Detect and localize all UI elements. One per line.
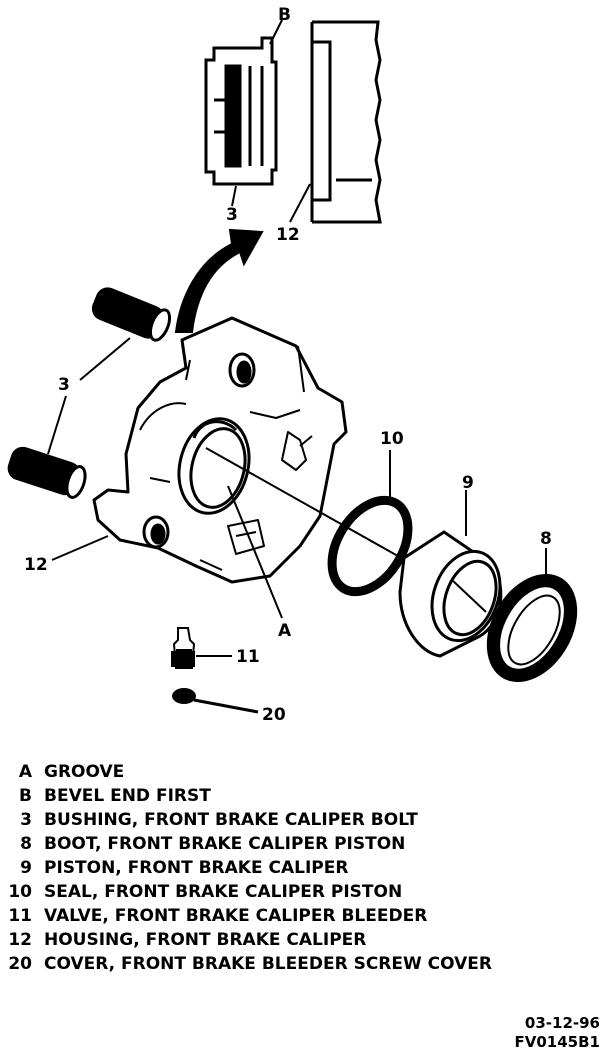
legend-item: 20 COVER, FRONT BRAKE BLEEDER SCREW COVE…: [0, 952, 608, 976]
legend-key: A: [18, 762, 32, 782]
caliper-piston: [398, 530, 503, 658]
bushing-inset-leader: [231, 185, 237, 207]
bleeder-cover: [172, 688, 259, 714]
legend-text: GROOVE: [44, 762, 125, 782]
legend-key: 3: [20, 810, 32, 830]
callout-cover: 20: [262, 705, 286, 725]
bushing-leader-lower: [47, 395, 67, 455]
legend-key: 12: [8, 930, 32, 950]
bleeder-valve: [171, 627, 196, 669]
legend-item: 11 VALVE, FRONT BRAKE CALIPER BLEEDER: [0, 904, 608, 928]
legend-item: A GROOVE: [0, 760, 608, 784]
legend-item: B BEVEL END FIRST: [0, 784, 608, 808]
figure-id: FV0145B1: [514, 1033, 600, 1051]
callout-bushing: 3: [58, 375, 70, 395]
install-direction-arrow: [174, 228, 264, 333]
bevel-leader: [269, 19, 283, 45]
parts-legend: A GROOVE B BEVEL END FIRST 3 BUSHING, FR…: [0, 760, 608, 976]
caliper-housing: [92, 316, 348, 584]
legend-key: B: [19, 786, 32, 806]
legend-text: SEAL, FRONT BRAKE CALIPER PISTON: [44, 882, 403, 902]
legend-item: 9 PISTON, FRONT BRAKE CALIPER: [0, 856, 608, 880]
legend-key: 8: [20, 834, 32, 854]
housing-leader: [51, 535, 109, 561]
housing-inset-leader: [289, 183, 311, 223]
legend-text: VALVE, FRONT BRAKE CALIPER BLEEDER: [44, 906, 428, 926]
figure-date: 03-12-96: [524, 1014, 600, 1032]
legend-text: BEVEL END FIRST: [44, 786, 211, 806]
legend-text: BUSHING, FRONT BRAKE CALIPER BOLT: [44, 810, 418, 830]
legend-text: BOOT, FRONT BRAKE CALIPER PISTON: [44, 834, 406, 854]
legend-key: 9: [20, 858, 32, 878]
brake-caliper-exploded-view: B 3 12 3 12 A 10 9 8 11 20: [7, 5, 578, 725]
callout-valve: 11: [236, 647, 260, 667]
bushing-leader-upper: [79, 337, 131, 381]
callout-boot: 8: [540, 529, 552, 549]
callout-seal: 10: [380, 429, 404, 449]
callout-groove: A: [278, 621, 292, 641]
upper-bushing: [91, 287, 172, 342]
housing-inset-section: [310, 20, 382, 224]
legend-key: 10: [8, 882, 32, 902]
lower-bushing: [7, 446, 87, 499]
legend-text: PISTON, FRONT BRAKE CALIPER: [44, 858, 349, 878]
figure-codes: 03-12-96 FV0145B1: [515, 1014, 600, 1052]
legend-item: 10 SEAL, FRONT BRAKE CALIPER PISTON: [0, 880, 608, 904]
groove-leader: [227, 485, 283, 619]
legend-item: 12 HOUSING, FRONT BRAKE CALIPER: [0, 928, 608, 952]
legend-key: 11: [8, 906, 32, 926]
callout-piston: 9: [462, 473, 474, 493]
piston-boot: [486, 573, 578, 683]
legend-item: 8 BOOT, FRONT BRAKE CALIPER PISTON: [0, 832, 608, 856]
callout-bushing-inset: 3: [226, 205, 238, 225]
callout-housing-inset: 12: [276, 225, 300, 245]
legend-text: HOUSING, FRONT BRAKE CALIPER: [44, 930, 367, 950]
legend-text: COVER, FRONT BRAKE BLEEDER SCREW COVER: [44, 954, 493, 974]
legend-key: 20: [8, 954, 32, 974]
legend-item: 3 BUSHING, FRONT BRAKE CALIPER BOLT: [0, 808, 608, 832]
piston-seal: [327, 495, 413, 597]
bushing-inset-section: [204, 36, 278, 186]
callout-bevel: B: [278, 5, 291, 25]
callout-housing: 12: [24, 555, 48, 575]
